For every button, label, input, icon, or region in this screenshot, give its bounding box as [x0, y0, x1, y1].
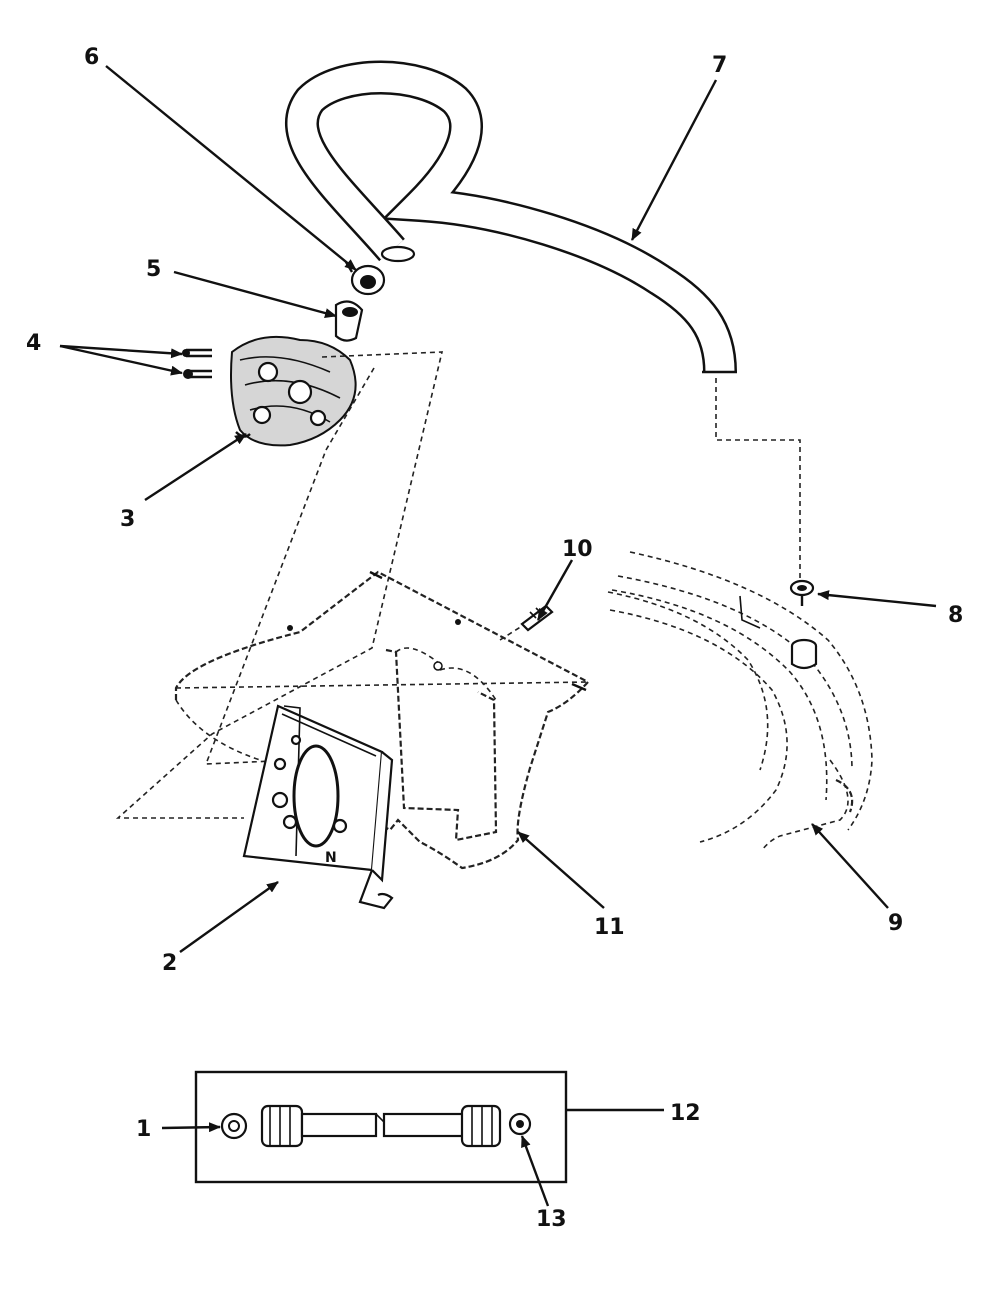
callout-1: 1 [136, 1117, 151, 1142]
svg-text:N: N [325, 850, 337, 866]
valve-mounting-dashed-lines [115, 351, 444, 819]
tub-clamp-part [789, 579, 815, 606]
mounting-bracket-part: N [242, 704, 394, 910]
tub-part [607, 551, 873, 851]
callout-7: 7 [712, 53, 727, 78]
callout-8: 8 [948, 603, 963, 628]
cabinet-panel-part [174, 570, 590, 870]
callout-9: 9 [888, 911, 903, 936]
callout-11: 11 [594, 915, 625, 940]
callout-10: 10 [562, 537, 593, 562]
water-valve-part [230, 335, 357, 447]
fill-hose-part [285, 60, 737, 374]
callout-13: 13 [536, 1207, 567, 1232]
callout-5: 5 [146, 257, 161, 282]
inlet-hose-part [220, 1104, 532, 1148]
callout-6: 6 [84, 45, 99, 70]
hose-clamp-part [344, 261, 386, 296]
callout-12: 12 [670, 1101, 701, 1126]
screws-part [182, 348, 212, 379]
callout-4: 4 [26, 331, 41, 356]
callout-labels: 6 7 5 4 3 10 8 2 11 9 1 12 13 [26, 45, 963, 1232]
nozzle-part [334, 300, 364, 342]
callout-3: 3 [120, 507, 135, 532]
hose-connection-dashed-line [715, 378, 801, 582]
leader-lines [59, 65, 937, 1207]
callout-2: 2 [162, 951, 177, 976]
